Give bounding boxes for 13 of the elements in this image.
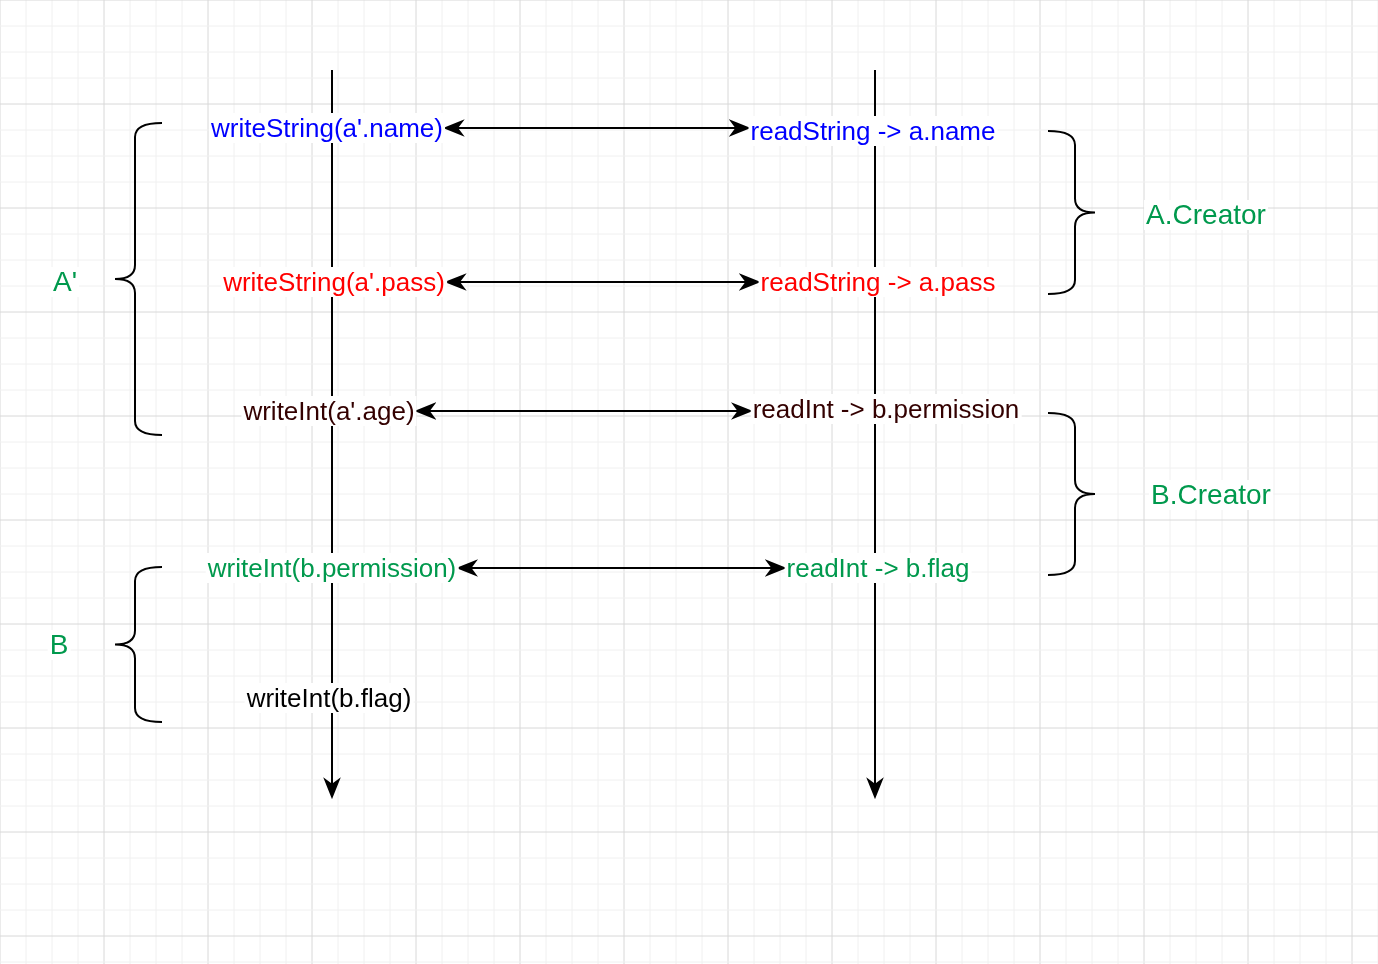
- method-call-label: writeInt(b.permission): [205, 553, 459, 583]
- method-call-label: readString -> a.name: [748, 116, 998, 146]
- method-call-label: readString -> a.pass: [758, 267, 998, 297]
- method-call-label: writeString(a'.name): [209, 113, 445, 143]
- method-call-label: writeString(a'.pass): [221, 267, 447, 297]
- method-call-label: readInt -> b.permission: [750, 394, 1022, 424]
- group-label: A': [51, 267, 79, 297]
- group-label: A.Creator: [1144, 200, 1268, 230]
- group-label: B.Creator: [1149, 480, 1273, 510]
- method-call-label: writeInt(b.flag): [244, 683, 414, 713]
- method-call-label: writeInt(a'.age): [241, 396, 417, 426]
- method-call-label: readInt -> b.flag: [784, 553, 972, 583]
- group-label: B: [47, 630, 71, 660]
